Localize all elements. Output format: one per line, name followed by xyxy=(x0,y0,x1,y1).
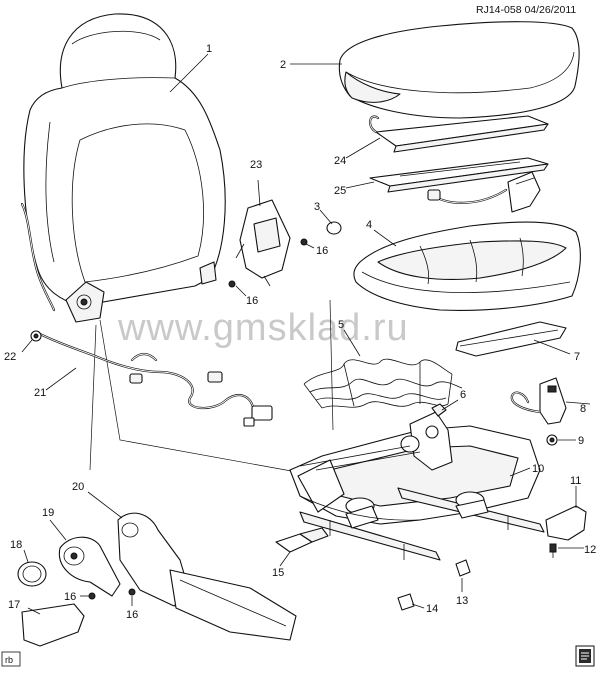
bolt-part-12 xyxy=(549,543,557,558)
wiring-harness-part-21 xyxy=(38,332,273,427)
callout-12: 12 xyxy=(584,544,596,556)
callout-16-d: 16 xyxy=(126,609,138,621)
callout-3: 3 xyxy=(314,201,320,213)
callout-1: 1 xyxy=(206,43,212,55)
fasteners-part-16 xyxy=(88,238,308,600)
clip-part-14 xyxy=(397,593,415,611)
callout-18: 18 xyxy=(10,539,22,551)
seat-cushion-cover-part xyxy=(338,21,580,119)
actuator-bracket-part xyxy=(235,199,291,287)
heater-element-upper-part xyxy=(369,115,549,153)
manual-book-icon xyxy=(575,645,595,667)
callout-22: 22 xyxy=(4,351,16,363)
callout-21: 21 xyxy=(34,387,46,399)
boundary-line-lower xyxy=(89,324,97,471)
diagram-reference: RJ14-058 04/26/2011 xyxy=(476,4,576,16)
callout-10: 10 xyxy=(532,463,544,475)
corner-tag: rb xyxy=(5,655,13,665)
clip-part-13 xyxy=(455,559,471,577)
callout-19: 19 xyxy=(42,507,54,519)
callout-20: 20 xyxy=(72,481,84,493)
leader-lines xyxy=(21,53,591,615)
callout-16-a: 16 xyxy=(316,245,328,257)
callout-8: 8 xyxy=(580,403,586,415)
nut-part-6 xyxy=(431,403,447,417)
callout-14: 14 xyxy=(426,603,438,615)
boundary-line-right xyxy=(329,299,334,431)
callout-25: 25 xyxy=(334,185,346,197)
callout-5: 5 xyxy=(338,319,344,331)
callout-7: 7 xyxy=(574,351,580,363)
seat-belt-buckle-part xyxy=(510,377,567,425)
bracket-part-15 xyxy=(275,527,329,553)
knob-part-18 xyxy=(17,561,47,587)
callout-23: 23 xyxy=(250,159,262,171)
outer-trim-part-11 xyxy=(545,505,587,541)
heater-element-lower-part xyxy=(369,157,549,213)
seat-frame-part xyxy=(289,411,545,561)
watermark: www.gmsklad.ru xyxy=(117,307,409,349)
callout-11: 11 xyxy=(570,475,581,487)
callout-15: 15 xyxy=(272,567,284,579)
cushion-front-trim-part xyxy=(455,321,567,357)
callout-24: 24 xyxy=(334,155,346,167)
callout-17: 17 xyxy=(8,599,20,611)
callout-6: 6 xyxy=(460,389,466,401)
corner-tag-box xyxy=(1,651,21,667)
callout-2: 2 xyxy=(280,59,286,71)
clip-part-3 xyxy=(326,221,342,235)
seat-cushion-pad-part xyxy=(353,221,581,311)
callout-4: 4 xyxy=(366,219,372,231)
recliner-handle-part-19 xyxy=(58,536,121,597)
bolt-part-9 xyxy=(546,434,558,446)
grommet-part-22 xyxy=(30,330,42,342)
callout-16-b: 16 xyxy=(246,295,258,307)
side-shield-part-20 xyxy=(117,512,297,641)
front-cover-part-17 xyxy=(21,603,85,647)
seat-back-part xyxy=(23,13,226,323)
spring-suspension-part xyxy=(303,358,463,409)
callout-9: 9 xyxy=(578,435,584,447)
callout-13: 13 xyxy=(456,595,468,607)
callout-16-c: 16 xyxy=(64,591,76,603)
